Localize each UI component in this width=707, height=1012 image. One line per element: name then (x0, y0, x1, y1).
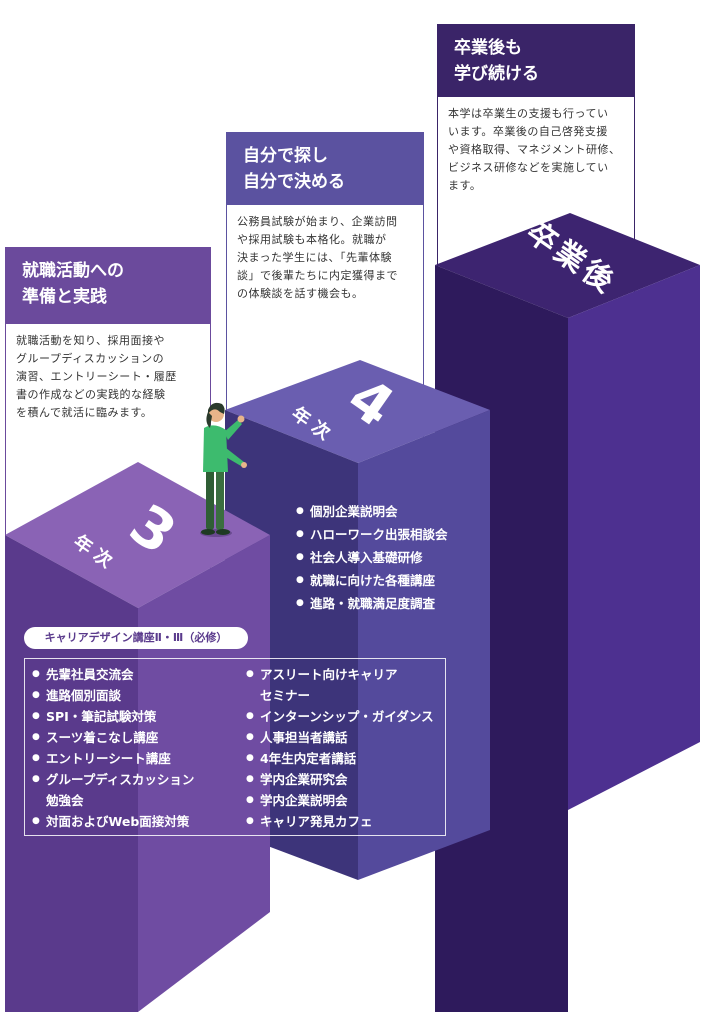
stage2-title-line1: 自分で探し (243, 146, 328, 166)
stage1-title-line1: 就職活動への (22, 261, 124, 281)
student-figure (200, 402, 247, 537)
stage2-desc-line: 談」で後輩たちに内定獲得まで (237, 269, 398, 282)
stage1-desc-line: を積んで就活に臨みます。 (16, 406, 153, 419)
list-item: 社会人導入基礎研修 (296, 546, 448, 569)
list-item: 進路個別面談 (32, 685, 194, 706)
after-block-right-face (568, 265, 700, 810)
list-item: グループディスカッション (32, 769, 194, 790)
stage2-desc-line: や採用試験も本格化。就職が (237, 233, 387, 246)
list-item: 先輩社員交流会 (32, 664, 194, 685)
list-item: 対面およびWeb面接対策 (32, 811, 194, 832)
stage1-desc-line: 演習、エントリーシート・履歴 (16, 370, 177, 383)
figure-lower-arm (224, 448, 244, 466)
list-item: 学内企業研究会 (246, 769, 434, 790)
list-item: SPI・筆記試験対策 (32, 706, 194, 727)
list-item: ハローワーク出張相談会 (296, 523, 448, 546)
stage2-description: 公務員試験が始まり、企業訪問 や採用試験も本格化。就職が 決まった学生には、「先… (227, 205, 423, 311)
figure-right-shoe (216, 529, 230, 535)
stage3-title-line1: 卒業後も (454, 38, 522, 58)
stage2-desc-line: の体験談を話す機会も。 (237, 287, 364, 300)
list-item: 人事担当者講話 (246, 727, 434, 748)
year3-block-top (5, 462, 270, 608)
figure-shirt (203, 425, 228, 472)
list-item-continuation: 勉強会 (46, 793, 84, 808)
stage3-desc-line: や資格取得、マネジメント研修、 (448, 143, 621, 156)
year3-program-box (24, 658, 446, 836)
list-item: 4年生内定者講話 (246, 748, 434, 769)
stage3-desc-line: ます。 (448, 179, 482, 192)
stage3-desc-line: います。卒業後の自己啓発支援 (448, 125, 608, 138)
list-item: アスリート向けキャリア (246, 664, 434, 685)
course-pill: キャリアデザイン講座Ⅱ・Ⅲ（必修） (24, 627, 248, 649)
list-item: 就職に向けた各種講座 (296, 569, 448, 592)
figure-left-shoe (201, 529, 215, 535)
stage1-desc-line: 就職活動を知り、採用面接や (16, 334, 166, 347)
figure-left-leg (206, 468, 214, 530)
list-item: エントリーシート講座 (32, 748, 194, 769)
stage1-title-line2: 準備と実践 (22, 287, 107, 307)
stage3-title-line2: 学び続ける (454, 64, 539, 84)
year3-block-right-face (138, 535, 270, 1012)
stage1-desc-line: グループディスカッションの (16, 352, 165, 365)
stage3-desc-line: 本学は卒業生の支援も行ってい (448, 107, 609, 120)
list-item: インターンシップ・ガイダンス (246, 706, 434, 727)
stage2-title-line2: 自分で決める (243, 172, 345, 192)
figure-hair (208, 402, 225, 414)
stage2-desc-line: 公務員試験が始まり、企業訪問 (237, 215, 398, 228)
list-item: 個別企業説明会 (296, 500, 448, 523)
stage3-title: 卒業後も 学び続ける (438, 25, 634, 97)
list-item: キャリア発見カフェ (246, 811, 434, 832)
after-block-top (435, 213, 700, 318)
list-item: 進路・就職満足度調査 (296, 592, 448, 615)
stage1-title: 就職活動への 準備と実践 (6, 248, 210, 324)
figure-right-leg (216, 468, 224, 530)
figure-hair-back (206, 412, 212, 428)
stage1-description: 就職活動を知り、採用面接や グループディスカッションの 演習、エントリーシート・… (6, 324, 210, 430)
stage2-desc-line: 決まった学生には、「先輩体験 (237, 251, 393, 264)
figure-hand (237, 415, 245, 423)
year3-program-list-right: アスリート向けキャリア セミナー インターンシップ・ガイダンス 人事担当者講話 … (246, 664, 434, 832)
year4-block-top (225, 360, 490, 463)
figure-lower-hand (241, 462, 247, 468)
figure-raised-arm (224, 420, 242, 440)
stage2-title: 自分で探し 自分で決める (227, 133, 423, 205)
year3-program-list-left: 先輩社員交流会 進路個別面談 SPI・筆記試験対策 スーツ着こなし講座 エントリ… (32, 664, 194, 832)
stage1-desc-line: 書の作成などの実践的な経験 (16, 388, 166, 401)
year4-program-list: 個別企業説明会 ハローワーク出張相談会 社会人導入基礎研修 就職に向けた各種講座… (296, 500, 448, 615)
list-item-continuation: セミナー (260, 688, 311, 703)
stage3-description: 本学は卒業生の支援も行ってい います。卒業後の自己啓発支援 や資格取得、マネジメ… (438, 97, 634, 203)
list-item: 学内企業説明会 (246, 790, 434, 811)
list-item: スーツ着こなし講座 (32, 727, 194, 748)
stage3-desc-line: ビジネス研修などを実施してい (448, 161, 609, 174)
